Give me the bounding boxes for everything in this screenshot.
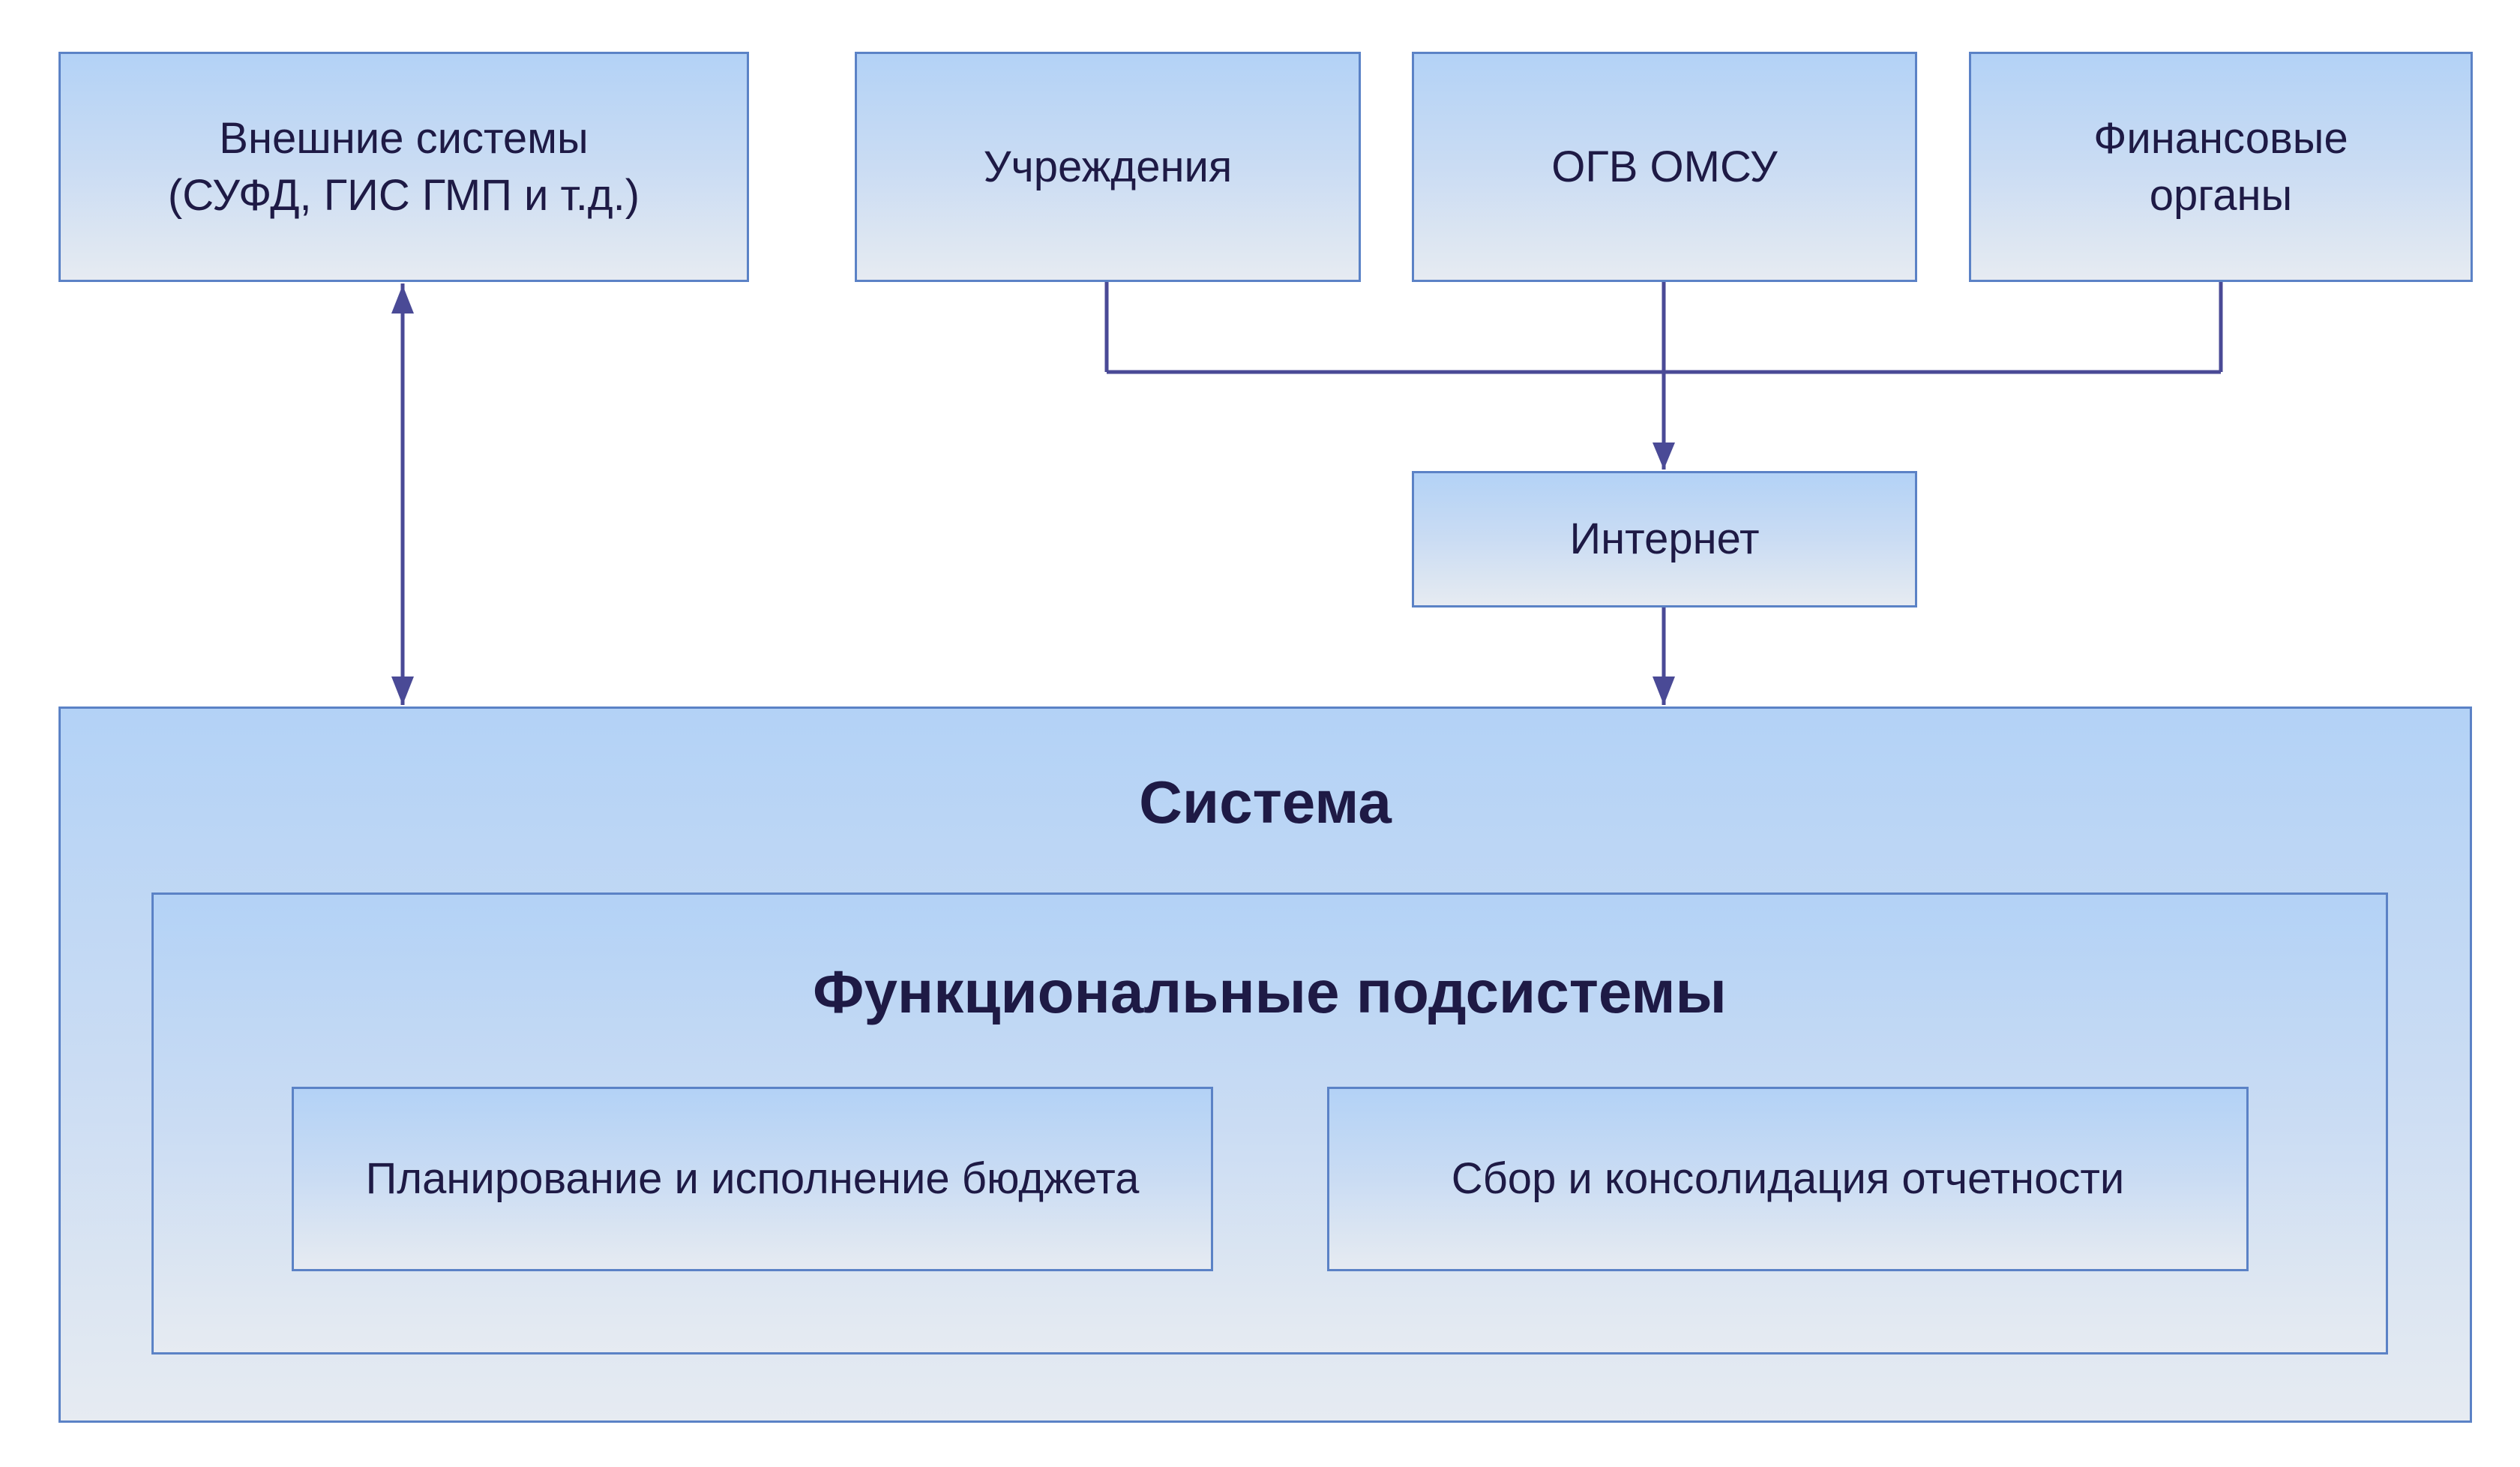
institutions-label: Учреждения xyxy=(983,142,1233,191)
arrow-down-icon xyxy=(1653,442,1675,470)
subsystem-budget-planning-label: Планирование и исполнение бюджета xyxy=(365,1154,1140,1203)
financial-bodies-box: Финансовые органы xyxy=(1969,52,2473,282)
financial-bodies-label: Финансовые органы xyxy=(2093,113,2348,220)
ogv-omsu-box: ОГВ ОМСУ xyxy=(1412,52,1917,282)
external-systems-box: Внешние системы (СУФД, ГИС ГМП и т.д.) xyxy=(58,52,749,282)
internet-label: Интернет xyxy=(1569,514,1760,563)
subsystem-budget-planning: Планирование и исполнение бюджета xyxy=(292,1087,1213,1271)
functional-subsystems-box: Функциональные подсистемы Планирование и… xyxy=(151,892,2388,1354)
ogv-omsu-label: ОГВ ОМСУ xyxy=(1551,142,1778,191)
arrow-down-icon xyxy=(391,676,414,705)
arrow-down-icon xyxy=(1653,676,1675,705)
system-box: Система Функциональные подсистемы Планир… xyxy=(58,706,2472,1423)
institutions-box: Учреждения xyxy=(855,52,1361,282)
subsystem-reporting-label: Сбор и консолидация отчетности xyxy=(1451,1154,2125,1203)
arrow-up-icon xyxy=(391,285,414,314)
system-title: Система xyxy=(1139,769,1392,836)
external-systems-label: Внешние системы (СУФД, ГИС ГМП и т.д.) xyxy=(167,113,640,220)
internet-box: Интернет xyxy=(1412,471,1917,608)
functional-subsystems-title: Функциональные подсистемы xyxy=(813,958,1727,1025)
subsystem-reporting: Сбор и консолидация отчетности xyxy=(1327,1087,2249,1271)
